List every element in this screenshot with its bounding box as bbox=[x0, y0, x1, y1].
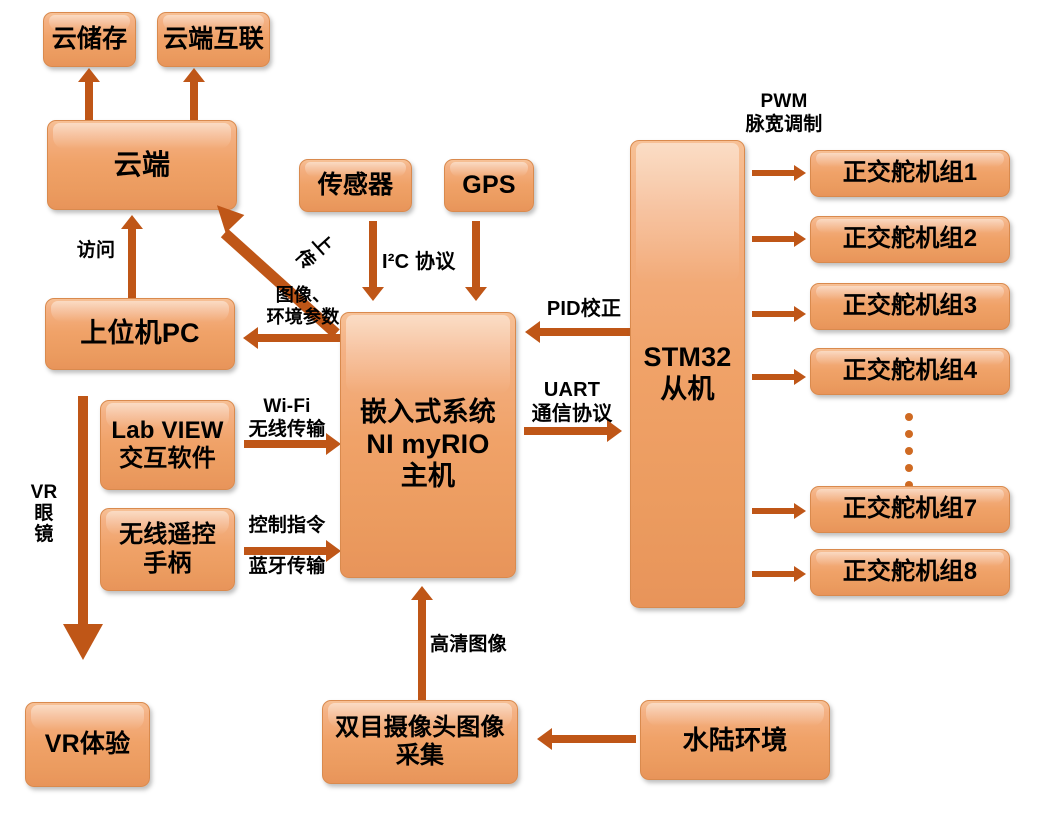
edge-stm32-to-servo-2-head bbox=[794, 231, 806, 247]
node-wireless-remote[interactable]: 无线遥控 手柄 bbox=[100, 508, 235, 591]
node-servo-group-8-label: 正交舵机组8 bbox=[842, 558, 978, 586]
node-sensor-label: 传感器 bbox=[317, 170, 394, 199]
node-sensor[interactable]: 传感器 bbox=[299, 159, 412, 212]
node-vr-experience-label: VR体验 bbox=[44, 729, 131, 758]
node-vr-experience[interactable]: VR体验 bbox=[25, 702, 150, 787]
edge-pc-to-cloud-head bbox=[121, 215, 143, 229]
node-gps-label: GPS bbox=[462, 170, 516, 199]
ellipsis-dot bbox=[905, 413, 913, 421]
node-servo-group-3-label: 正交舵机组3 bbox=[842, 292, 978, 320]
node-servo-group-2[interactable]: 正交舵机组2 bbox=[810, 216, 1010, 263]
edge-camera-to-myrio-head bbox=[411, 586, 433, 600]
node-gps[interactable]: GPS bbox=[444, 159, 534, 212]
node-stm32-slave-label: STM32 从机 bbox=[643, 342, 732, 404]
edge-label-pid: PID校正 bbox=[546, 298, 622, 320]
node-servo-group-8[interactable]: 正交舵机组8 bbox=[810, 549, 1010, 596]
node-cloud[interactable]: 云端 bbox=[47, 120, 237, 210]
edge-stm32-to-servo-8-shaft bbox=[752, 571, 796, 577]
edge-labview-to-myrio-head bbox=[326, 433, 341, 455]
edge-stm32-to-servo-7-shaft bbox=[752, 508, 796, 514]
node-labview-label: Lab VIEW 交互软件 bbox=[111, 416, 224, 472]
edge-stm32-to-myrio-head bbox=[525, 321, 540, 343]
edge-label-wifi: Wi-Fi 无线传输 bbox=[248, 396, 326, 440]
ellipsis-dot bbox=[905, 430, 913, 438]
node-servo-group-4-label: 正交舵机组4 bbox=[842, 357, 978, 385]
edge-label-upload: 上传 bbox=[290, 230, 337, 274]
edge-myrio-to-stm32-shaft bbox=[524, 427, 609, 435]
edge-label-access: 访问 bbox=[76, 240, 116, 261]
edge-label-image-env: 图像、 环境参数 bbox=[266, 285, 340, 327]
edge-cloud-to-storage-shaft bbox=[85, 80, 93, 122]
edge-pc-to-vr-shaft bbox=[78, 396, 88, 628]
node-servo-group-7-label: 正交舵机组7 bbox=[842, 495, 978, 523]
edge-label-i2c: I²C 协议 bbox=[382, 251, 456, 273]
edge-gps-to-myrio-head bbox=[465, 287, 487, 301]
node-amphibious-env[interactable]: 水陆环境 bbox=[640, 700, 830, 780]
node-stm32-slave[interactable]: STM32 从机 bbox=[630, 140, 745, 608]
edge-cloud-to-interconnect-head bbox=[183, 68, 205, 82]
node-host-pc-label: 上位机PC bbox=[80, 318, 200, 349]
node-servo-group-2-label: 正交舵机组2 bbox=[842, 225, 978, 253]
node-stereo-camera[interactable]: 双目摄像头图像 采集 bbox=[322, 700, 518, 784]
edge-myrio-to-pc-shaft bbox=[258, 334, 343, 342]
edge-sensor-to-myrio-shaft bbox=[369, 221, 377, 289]
edge-pc-to-cloud-shaft bbox=[128, 228, 136, 298]
node-servo-group-3[interactable]: 正交舵机组3 bbox=[810, 283, 1010, 330]
node-cloud-label: 云端 bbox=[113, 149, 171, 181]
node-stereo-camera-label: 双目摄像头图像 采集 bbox=[335, 713, 505, 769]
edge-sensor-to-myrio-head bbox=[362, 287, 384, 301]
edge-stm32-to-myrio-shaft bbox=[540, 328, 632, 336]
edge-stm32-to-servo-4-head bbox=[794, 369, 806, 385]
edge-stm32-to-servo-1-shaft bbox=[752, 170, 796, 176]
edge-pc-to-vr-head bbox=[63, 624, 103, 660]
ellipsis-dot bbox=[905, 464, 913, 472]
servo-groups-ellipsis bbox=[905, 413, 913, 489]
node-cloud-interconnect-label: 云端互联 bbox=[163, 24, 264, 53]
node-servo-group-7[interactable]: 正交舵机组7 bbox=[810, 486, 1010, 533]
edge-stm32-to-servo-8-head bbox=[794, 566, 806, 582]
node-embedded-host-label: 嵌入式系统 NI myRIO 主机 bbox=[360, 397, 496, 491]
edge-stm32-to-servo-4-shaft bbox=[752, 374, 796, 380]
node-cloud-interconnect[interactable]: 云端互联 bbox=[157, 12, 270, 67]
ellipsis-dot bbox=[905, 481, 913, 489]
edge-env-to-camera-shaft bbox=[552, 735, 636, 743]
edge-label-hd-image: 高清图像 bbox=[430, 634, 507, 655]
node-wireless-remote-label: 无线遥控 手柄 bbox=[119, 521, 216, 577]
edge-stm32-to-servo-1-head bbox=[794, 165, 806, 181]
edge-myrio-to-stm32-head bbox=[607, 420, 622, 442]
node-servo-group-4[interactable]: 正交舵机组4 bbox=[810, 348, 1010, 395]
edge-remote-to-myrio-head bbox=[326, 540, 341, 562]
edge-stm32-to-servo-3-shaft bbox=[752, 311, 796, 317]
node-amphibious-env-label: 水陆环境 bbox=[682, 724, 788, 755]
node-embedded-host[interactable]: 嵌入式系统 NI myRIO 主机 bbox=[340, 312, 516, 578]
edge-myrio-to-pc-head bbox=[243, 327, 258, 349]
node-cloud-storage[interactable]: 云储存 bbox=[43, 12, 136, 67]
edge-label-bluetooth: 蓝牙传输 bbox=[248, 556, 326, 577]
node-labview[interactable]: Lab VIEW 交互软件 bbox=[100, 400, 235, 490]
node-host-pc[interactable]: 上位机PC bbox=[45, 298, 235, 370]
edge-label-uart: UART 通信协议 bbox=[531, 379, 613, 425]
edge-label-vr-glasses: VR 眼 镜 bbox=[30, 482, 58, 545]
edge-remote-to-myrio-shaft bbox=[244, 547, 328, 555]
edge-gps-to-myrio-shaft bbox=[472, 221, 480, 289]
edge-label-pwm: PWM 脉宽调制 bbox=[745, 91, 823, 135]
edge-cloud-to-interconnect-shaft bbox=[190, 80, 198, 122]
node-cloud-storage-label: 云储存 bbox=[51, 24, 128, 53]
edge-camera-to-myrio-shaft bbox=[418, 600, 426, 700]
edge-labview-to-myrio-shaft bbox=[244, 440, 328, 448]
node-servo-group-1-label: 正交舵机组1 bbox=[842, 159, 978, 187]
edge-stm32-to-servo-3-head bbox=[794, 306, 806, 322]
edge-label-control-cmd: 控制指令 bbox=[248, 515, 326, 536]
edge-stm32-to-servo-2-shaft bbox=[752, 236, 796, 242]
edge-cloud-to-storage-head bbox=[78, 68, 100, 82]
node-servo-group-1[interactable]: 正交舵机组1 bbox=[810, 150, 1010, 197]
ellipsis-dot bbox=[905, 447, 913, 455]
edge-env-to-camera-head bbox=[537, 728, 552, 750]
edge-stm32-to-servo-7-head bbox=[794, 503, 806, 519]
